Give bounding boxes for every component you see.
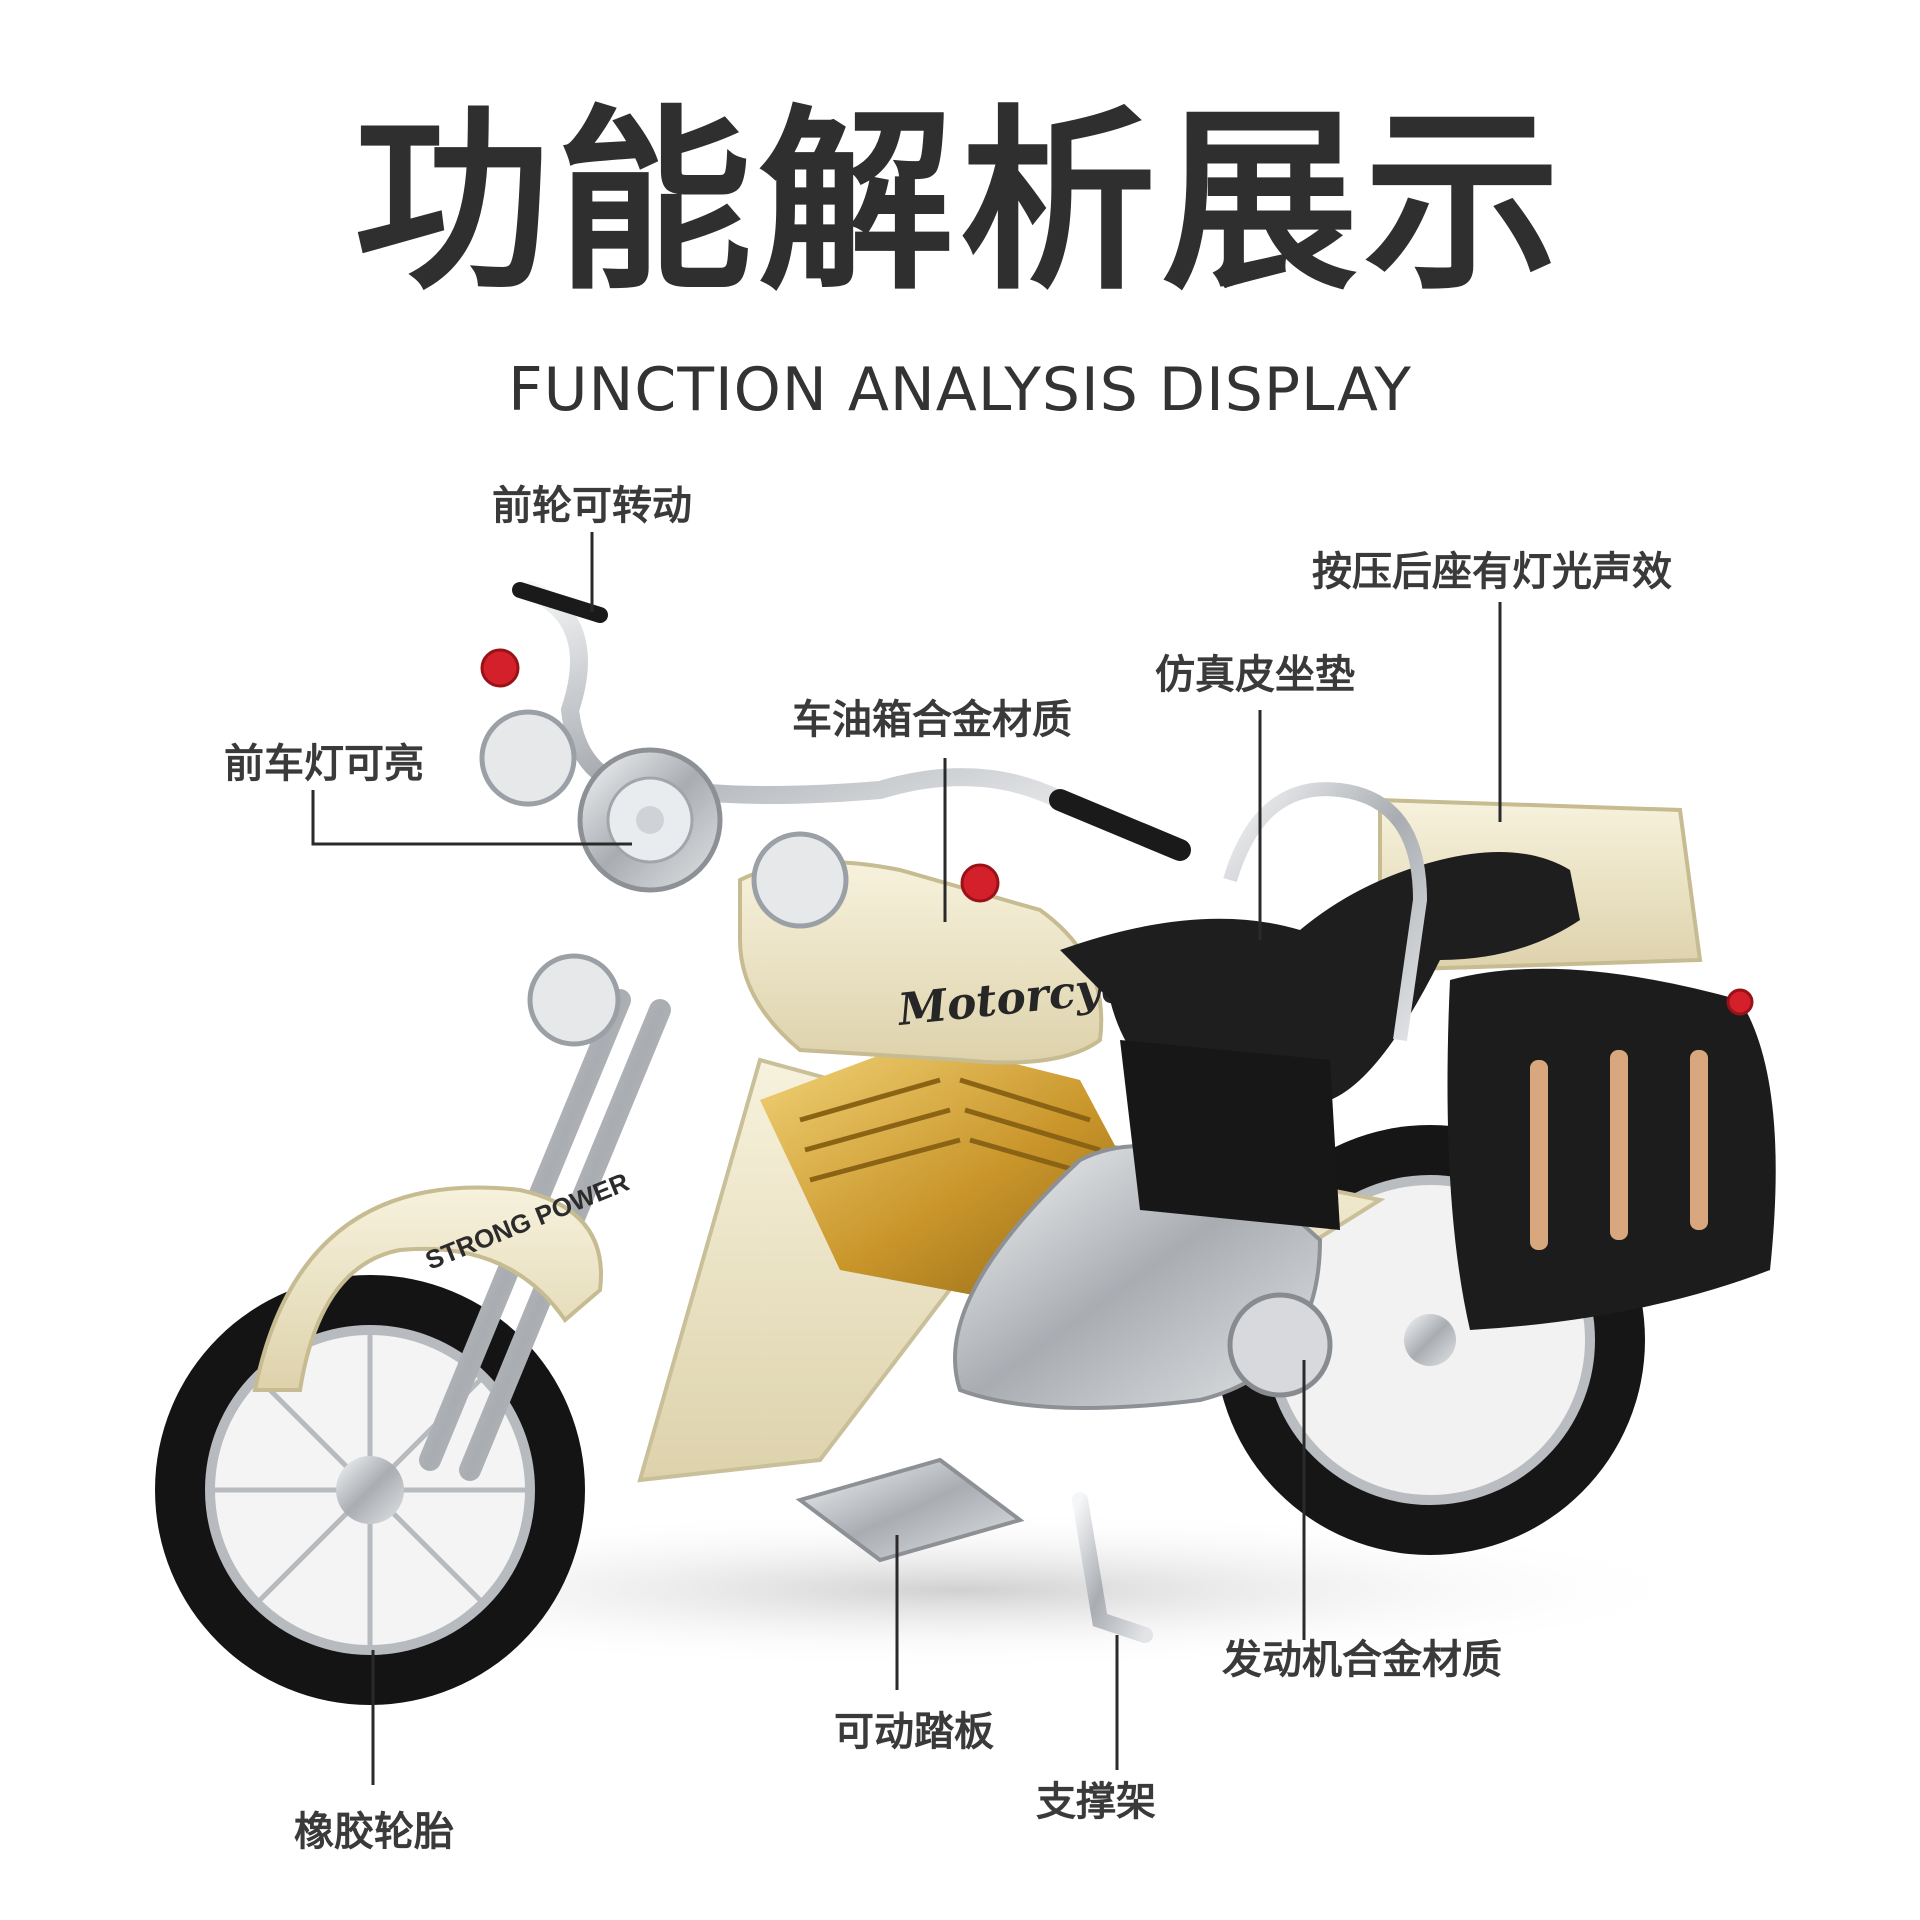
callout-headlight: 前车灯可亮 (224, 741, 424, 787)
leather-seat (1060, 852, 1580, 1100)
right-grip (1049, 789, 1191, 861)
callout-rear-seat-sound: 按压后座有灯光声效 (1312, 549, 1672, 595)
reflectors (480, 648, 1754, 1016)
callout-lines (311, 532, 1502, 1785)
saddlebag-buckles (1530, 1050, 1708, 1250)
front-fender (252, 1185, 603, 1392)
callout-tire: 橡胶轮胎 (294, 1809, 454, 1855)
callout-footboard: 可动踏板 (834, 1709, 994, 1755)
callout-leather-seat: 仿真皮坐垫 (1155, 652, 1355, 698)
callout-front-wheel-turn: 前轮可转动 (492, 483, 692, 529)
headlight-aux (479, 709, 849, 1047)
backrest-bar (1223, 782, 1428, 1041)
page-title: 功能解析展示 (353, 89, 1566, 317)
left-grip (512, 582, 608, 623)
ground-shadow (200, 1510, 1720, 1670)
headlight-main (577, 747, 723, 893)
kickstand (1072, 1492, 1153, 1643)
callout-kickstand: 支撑架 (1036, 1779, 1156, 1825)
engine (760, 1040, 1333, 1410)
seat-fringe (1120, 1040, 1340, 1230)
callout-fuel-tank: 车油箱合金材质 (792, 697, 1072, 743)
footboard (795, 1457, 1025, 1563)
page-subtitle: FUNCTION ANALYSIS DISPLAY (508, 355, 1412, 425)
callout-engine: 发动机合金材质 (1222, 1637, 1502, 1683)
